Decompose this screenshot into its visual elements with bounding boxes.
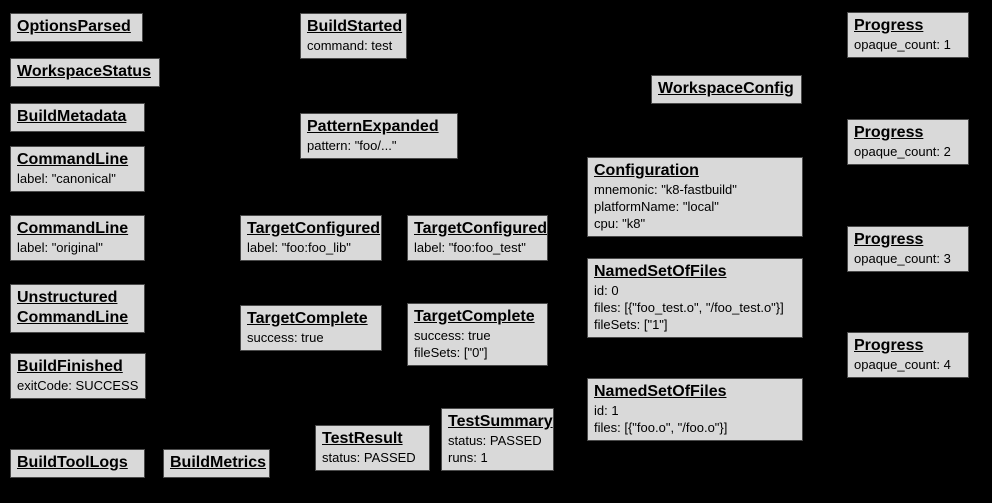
node-build-tool-logs: BuildToolLogs [10, 449, 145, 478]
node-body: success: true fileSets: ["0"] [414, 328, 491, 360]
node-title: Progress [854, 231, 924, 248]
node-progress-1: Progress opaque_count: 1 [847, 12, 969, 58]
node-body: pattern: "foo/..." [307, 138, 397, 153]
node-body: label: "original" [17, 240, 103, 255]
node-progress-3: Progress opaque_count: 3 [847, 226, 969, 272]
node-title: TestResult [322, 430, 403, 447]
node-title: WorkspaceStatus [17, 63, 151, 80]
node-named-set-of-files-1: NamedSetOfFiles id: 1 files: [{"foo.o", … [587, 378, 803, 441]
node-progress-4: Progress opaque_count: 4 [847, 332, 969, 378]
node-title: BuildStarted [307, 18, 403, 35]
node-named-set-of-files-0: NamedSetOfFiles id: 0 files: [{"foo_test… [587, 258, 803, 338]
node-title: Configuration [594, 162, 699, 179]
node-unstructured-command-line: Unstructured CommandLine [10, 284, 145, 333]
node-title: BuildMetadata [17, 108, 127, 125]
node-title: WorkspaceConfig [658, 80, 794, 97]
node-body: id: 1 files: [{"foo.o", "/foo.o"}] [594, 403, 728, 435]
node-build-metrics: BuildMetrics [163, 449, 270, 478]
node-build-started: BuildStarted command: test [300, 13, 407, 59]
node-workspace-config: WorkspaceConfig [651, 75, 802, 104]
node-title: BuildMetrics [170, 454, 267, 471]
node-body: status: PASSED [322, 450, 416, 465]
node-test-result: TestResult status: PASSED [315, 425, 430, 471]
node-body: label: "canonical" [17, 171, 116, 186]
node-workspace-status: WorkspaceStatus [10, 58, 160, 87]
node-title: TestSummary [448, 413, 553, 430]
node-pattern-expanded: PatternExpanded pattern: "foo/..." [300, 113, 458, 159]
node-title: TargetConfigured [247, 220, 381, 237]
node-body: opaque_count: 4 [854, 357, 951, 372]
node-title: NamedSetOfFiles [594, 263, 727, 280]
node-configuration: Configuration mnemonic: "k8-fastbuild" p… [587, 157, 803, 237]
node-body: opaque_count: 1 [854, 37, 951, 52]
node-target-configured-foo-lib: TargetConfigured label: "foo:foo_lib" [240, 215, 382, 261]
node-body: label: "foo:foo_lib" [247, 240, 351, 255]
node-options-parsed: OptionsParsed [10, 13, 143, 42]
node-body: mnemonic: "k8-fastbuild" platformName: "… [594, 182, 737, 231]
node-title: TargetComplete [247, 310, 368, 327]
node-title: TargetComplete [414, 308, 535, 325]
node-title: NamedSetOfFiles [594, 383, 727, 400]
node-body: opaque_count: 2 [854, 144, 951, 159]
node-title: BuildToolLogs [17, 454, 128, 471]
node-title: PatternExpanded [307, 118, 439, 135]
node-build-metadata: BuildMetadata [10, 103, 145, 132]
node-title: Progress [854, 17, 924, 34]
node-body: exitCode: SUCCESS [17, 378, 139, 393]
node-test-summary: TestSummary status: PASSED runs: 1 [441, 408, 554, 471]
node-progress-2: Progress opaque_count: 2 [847, 119, 969, 165]
node-target-complete-foo-test: TargetComplete success: true fileSets: [… [407, 303, 548, 366]
node-body: opaque_count: 3 [854, 251, 951, 266]
node-body: label: "foo:foo_test" [414, 240, 526, 255]
node-command-line-canonical: CommandLine label: "canonical" [10, 146, 145, 192]
node-title: Progress [854, 337, 924, 354]
node-command-line-original: CommandLine label: "original" [10, 215, 145, 261]
node-target-complete-foo-lib: TargetComplete success: true [240, 305, 382, 351]
node-body: success: true [247, 330, 324, 345]
node-build-finished: BuildFinished exitCode: SUCCESS [10, 353, 146, 399]
node-title: OptionsParsed [17, 18, 131, 35]
node-title: CommandLine [17, 151, 129, 168]
node-title: Progress [854, 124, 924, 141]
node-title: Unstructured CommandLine [17, 289, 129, 326]
node-title: CommandLine [17, 220, 129, 237]
node-target-configured-foo-test: TargetConfigured label: "foo:foo_test" [407, 215, 548, 261]
node-title: TargetConfigured [414, 220, 548, 237]
node-body: id: 0 files: [{"foo_test.o", "/foo_test.… [594, 283, 784, 332]
node-body: command: test [307, 38, 393, 53]
node-title: BuildFinished [17, 358, 123, 375]
node-body: status: PASSED runs: 1 [448, 433, 542, 465]
